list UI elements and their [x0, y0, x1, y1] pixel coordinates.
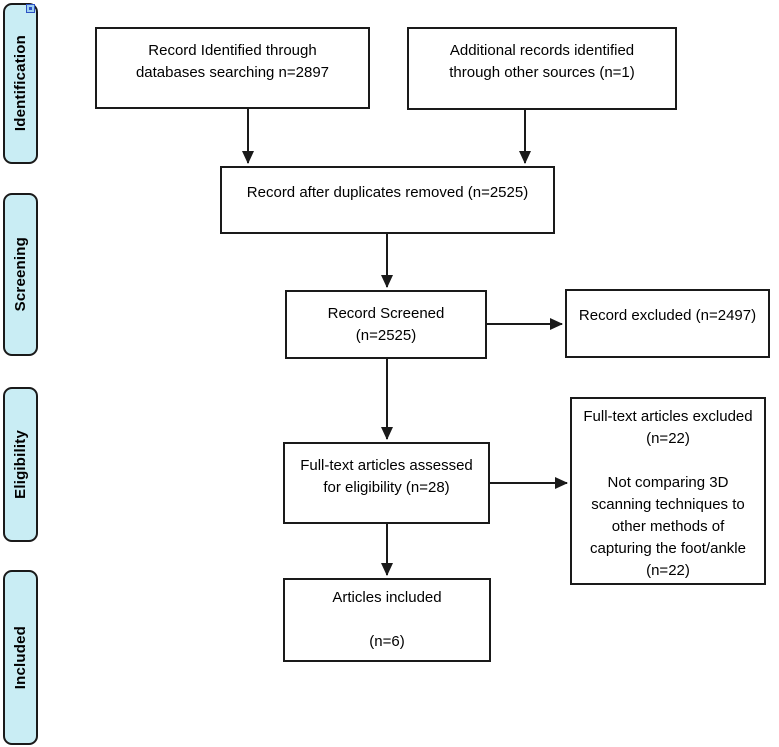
- selection-handle-icon: [26, 4, 35, 13]
- stage-eligibility: Eligibility: [3, 387, 38, 542]
- node-fulltext-assessed-text: Full-text articles assessed for eligibil…: [300, 457, 473, 496]
- node-other-sources-text: Additional records identified through ot…: [449, 42, 635, 81]
- node-articles-included-text: Articles included (n=6): [332, 589, 442, 650]
- node-fulltext-excluded-text: Full-text articles excluded (n=22) Not c…: [583, 408, 753, 579]
- stage-included-label: Included: [12, 625, 29, 690]
- node-fulltext-excluded: Full-text articles excluded (n=22) Not c…: [570, 397, 766, 585]
- node-after-duplicates: Record after duplicates removed (n=2525): [220, 166, 555, 234]
- node-other-sources: Additional records identified through ot…: [407, 27, 677, 110]
- node-after-duplicates-text: Record after duplicates removed (n=2525): [246, 184, 529, 201]
- stage-identification: Identification: [3, 3, 38, 164]
- node-records-excluded-text: Record excluded (n=2497): [578, 307, 757, 324]
- stage-identification-label: Identification: [12, 35, 29, 132]
- node-records-screened: Record Screened (n=2525): [285, 290, 487, 359]
- stage-included: Included: [3, 570, 38, 745]
- node-records-identified-text: Record Identified through databases sear…: [135, 42, 330, 81]
- node-records-identified: Record Identified through databases sear…: [95, 27, 370, 109]
- node-articles-included: Articles included (n=6): [283, 578, 491, 662]
- node-fulltext-assessed: Full-text articles assessed for eligibil…: [283, 442, 490, 524]
- node-records-excluded: Record excluded (n=2497): [565, 289, 770, 358]
- node-records-screened-text: Record Screened (n=2525): [327, 304, 445, 344]
- stage-screening: Screening: [3, 193, 38, 356]
- stage-eligibility-label: Eligibility: [12, 430, 29, 499]
- stage-screening-label: Screening: [12, 237, 29, 312]
